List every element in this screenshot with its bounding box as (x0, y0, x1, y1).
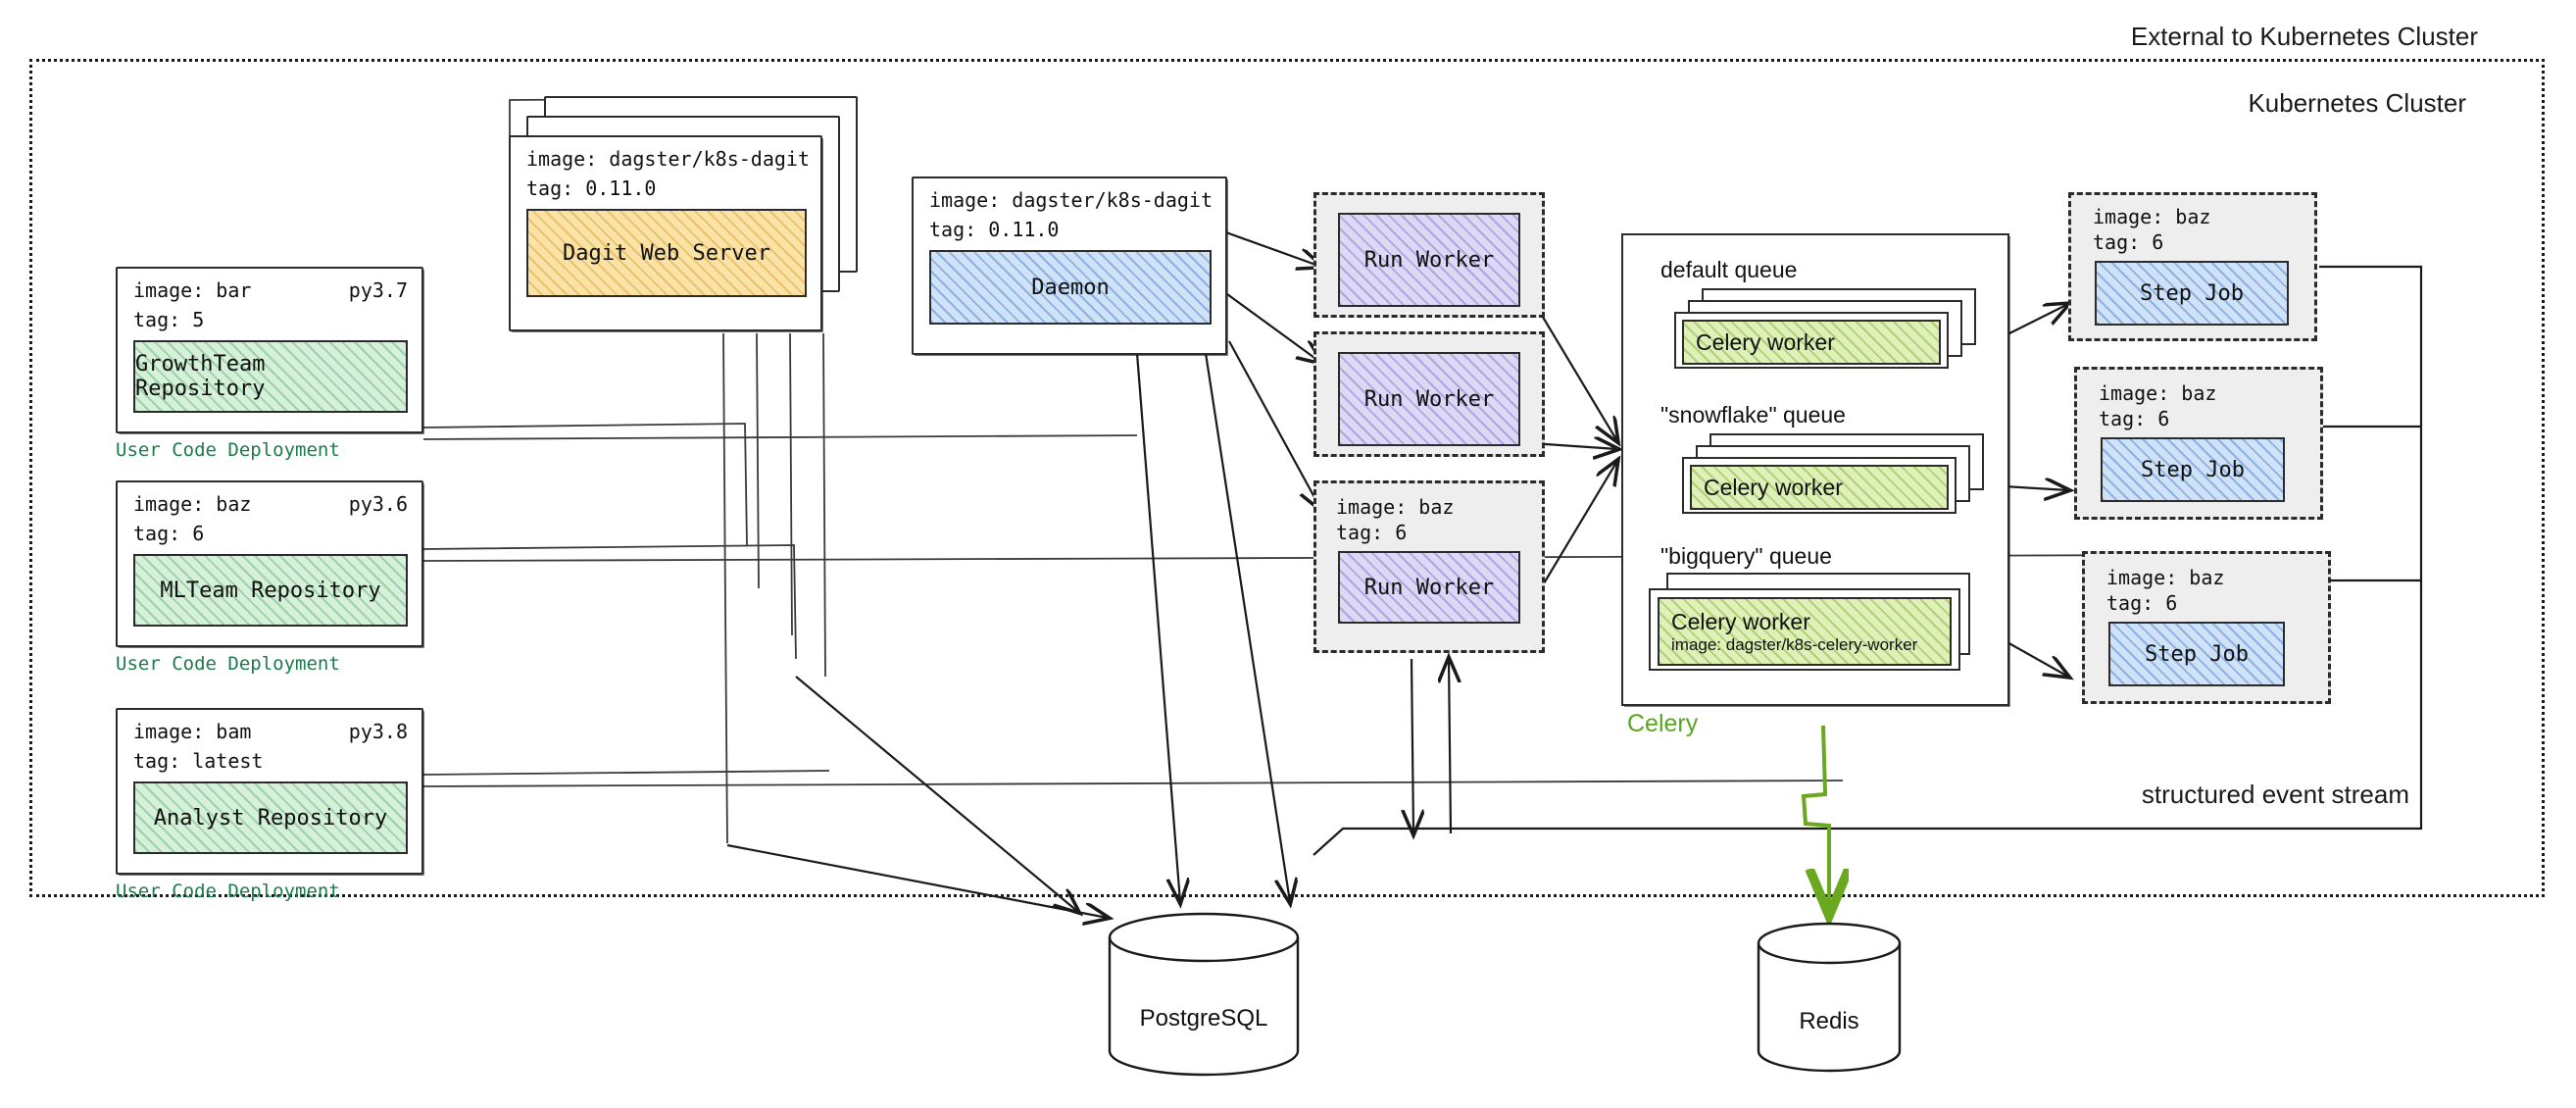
deployment-0-repository-label: GrowthTeam Repository (135, 352, 266, 402)
daemon-tag: tag: 0.11.0 (929, 217, 1060, 241)
dagit-tag: tag: 0.11.0 (526, 176, 657, 200)
deployment-1-tag: tag: 6 (133, 521, 205, 545)
deployment-1-tag-row: tag: 6 (118, 522, 421, 551)
deployment-1-repository-label: MLTeam Repository (160, 578, 381, 603)
step-job-box-1[interactable]: Step Job (2101, 437, 2285, 503)
step-job-0-image: image: baz (2093, 205, 2211, 228)
deployment-2-meta: image: bam py3.8 (118, 710, 421, 749)
celery-label: Celery (1627, 710, 1699, 737)
queue-title-1: "snowflake" queue (1660, 402, 1846, 428)
dagit-title: Dagit Web Server (563, 240, 770, 266)
deployment-2-image: image: bam (133, 720, 252, 743)
deployment-0-tag-row: tag: 5 (118, 308, 421, 337)
step-job-1-tag-row: tag: 6 (2077, 407, 2320, 432)
run-worker-title-2: Run Worker (1363, 575, 1495, 600)
step-job-box-2[interactable]: Step Job (2108, 622, 2285, 687)
step-job-box-0[interactable]: Step Job (2095, 261, 2289, 327)
run-worker-pod-2[interactable]: image: baz tag: 6 Run Worker (1313, 480, 1545, 653)
step-job-0-meta: image: baz (2071, 195, 2314, 230)
redis-cylinder (1757, 922, 1902, 1073)
deployment-1-python: py3.6 (348, 492, 408, 516)
run-worker-box-0[interactable]: Run Worker (1338, 213, 1520, 307)
run-worker-title-1: Run Worker (1363, 386, 1495, 412)
user-code-deployment-card-0[interactable]: image: bar py3.7 tag: 5 GrowthTeam Repos… (116, 267, 423, 433)
daemon-card[interactable]: image: dagster/k8s-dagit tag: 0.11.0 Dae… (912, 176, 1227, 355)
dagit-image: image: dagster/k8s-dagit (526, 147, 810, 171)
step-job-0-tag: tag: 6 (2093, 229, 2164, 254)
step-job-0-tag-row: tag: 6 (2071, 230, 2314, 256)
dagit-web-server-box[interactable]: Dagit Web Server (526, 209, 807, 298)
run-worker-box-2[interactable]: Run Worker (1338, 551, 1520, 625)
deployment-1-meta: image: baz py3.6 (118, 482, 421, 522)
celery-worker-image-2: image: dagster/k8s-celery-worker (1671, 634, 1918, 654)
kubernetes-cluster-label: Kubernetes Cluster (2248, 88, 2466, 118)
deployment-1-label: User Code Deployment (116, 653, 340, 675)
celery-worker-card-0[interactable]: Celery worker (1674, 312, 1949, 369)
step-job-1-meta: image: baz (2077, 370, 2320, 407)
step-job-title-0: Step Job (2140, 280, 2244, 306)
step-job-1-image: image: baz (2099, 381, 2217, 405)
celery-worker-name-2: Celery worker (1671, 608, 1810, 634)
celery-worker-fill-0[interactable]: Celery worker (1682, 320, 1941, 365)
run-worker-2-tag-row: tag: 6 (1316, 521, 1542, 546)
dagit-meta: image: dagster/k8s-dagit (511, 137, 820, 176)
step-job-pod-1[interactable]: image: baz tag: 6 Step Job (2074, 367, 2323, 520)
deployment-0-repository-box[interactable]: GrowthTeam Repository (133, 340, 408, 414)
step-job-title-1: Step Job (2141, 457, 2245, 482)
dagit-web-server-card[interactable]: image: dagster/k8s-dagit tag: 0.11.0 Dag… (509, 135, 822, 331)
deployment-0-label: User Code Deployment (116, 439, 340, 461)
user-code-deployment-card-2[interactable]: image: bam py3.8 tag: latest Analyst Rep… (116, 708, 423, 875)
postgresql-label-wrap: PostgreSQL (1106, 912, 1302, 1079)
step-job-title-2: Step Job (2145, 641, 2249, 667)
daemon-tag-row: tag: 0.11.0 (914, 218, 1225, 247)
deployment-0-python: py3.7 (348, 278, 408, 302)
celery-worker-fill-1[interactable]: Celery worker (1690, 465, 1949, 510)
structured-event-stream-label: structured event stream (2141, 780, 2409, 809)
step-job-pod-0[interactable]: image: baz tag: 6 Step Job (2068, 192, 2317, 341)
postgresql-label: PostgreSQL (1139, 1005, 1268, 1032)
deployment-0-image: image: bar (133, 278, 252, 302)
deployment-2-tag: tag: latest (133, 748, 264, 773)
daemon-meta: image: dagster/k8s-dagit (914, 178, 1225, 218)
deployment-1-image: image: baz (133, 492, 252, 516)
celery-worker-fill-2[interactable]: Celery worker image: dagster/k8s-celery-… (1658, 597, 1952, 666)
deployment-2-repository-label: Analyst Repository (153, 805, 388, 831)
redis-label-wrap: Redis (1755, 922, 1904, 1077)
run-worker-title-0: Run Worker (1363, 247, 1495, 273)
run-worker-2-image: image: baz (1336, 495, 1455, 519)
celery-worker-name-1: Celery worker (1704, 474, 1843, 500)
user-code-deployment-card-1[interactable]: image: baz py3.6 tag: 6 MLTeam Repositor… (116, 480, 423, 647)
step-job-2-meta: image: baz (2085, 554, 2328, 591)
step-job-2-tag: tag: 6 (2106, 590, 2178, 615)
deployment-2-label: User Code Deployment (116, 881, 340, 902)
dagit-tag-row: tag: 0.11.0 (511, 176, 820, 206)
queue-title-0: default queue (1660, 257, 1798, 282)
celery-worker-card-2[interactable]: Celery worker image: dagster/k8s-celery-… (1649, 588, 1960, 671)
deployment-2-repository-box[interactable]: Analyst Repository (133, 781, 408, 855)
run-worker-box-1[interactable]: Run Worker (1338, 352, 1520, 446)
celery-worker-name-0: Celery worker (1696, 328, 1835, 355)
external-boundary-label: External to Kubernetes Cluster (2130, 22, 2478, 51)
deployment-2-python: py3.8 (348, 720, 408, 743)
postgresql-cylinder (1108, 912, 1300, 1077)
daemon-title: Daemon (1031, 275, 1110, 300)
run-worker-pod-0[interactable]: Run Worker (1313, 192, 1545, 318)
run-worker-2-tag: tag: 6 (1336, 520, 1408, 544)
deployment-2-tag-row: tag: latest (118, 749, 421, 779)
daemon-image: image: dagster/k8s-dagit (929, 188, 1213, 212)
queue-title-2: "bigquery" queue (1660, 543, 1832, 569)
deployment-0-meta: image: bar py3.7 (118, 269, 421, 308)
daemon-box[interactable]: Daemon (929, 250, 1212, 326)
step-job-pod-2[interactable]: image: baz tag: 6 Step Job (2082, 551, 2331, 704)
redis-label: Redis (1799, 1008, 1859, 1035)
deployment-0-tag: tag: 5 (133, 307, 205, 331)
celery-worker-card-1[interactable]: Celery worker (1682, 457, 1957, 514)
deployment-1-repository-box[interactable]: MLTeam Repository (133, 554, 408, 628)
run-worker-2-meta: image: baz (1316, 483, 1542, 521)
step-job-2-image: image: baz (2106, 566, 2225, 589)
run-worker-pod-1[interactable]: Run Worker (1313, 331, 1545, 457)
step-job-1-tag: tag: 6 (2099, 406, 2170, 430)
step-job-2-tag-row: tag: 6 (2085, 591, 2328, 617)
